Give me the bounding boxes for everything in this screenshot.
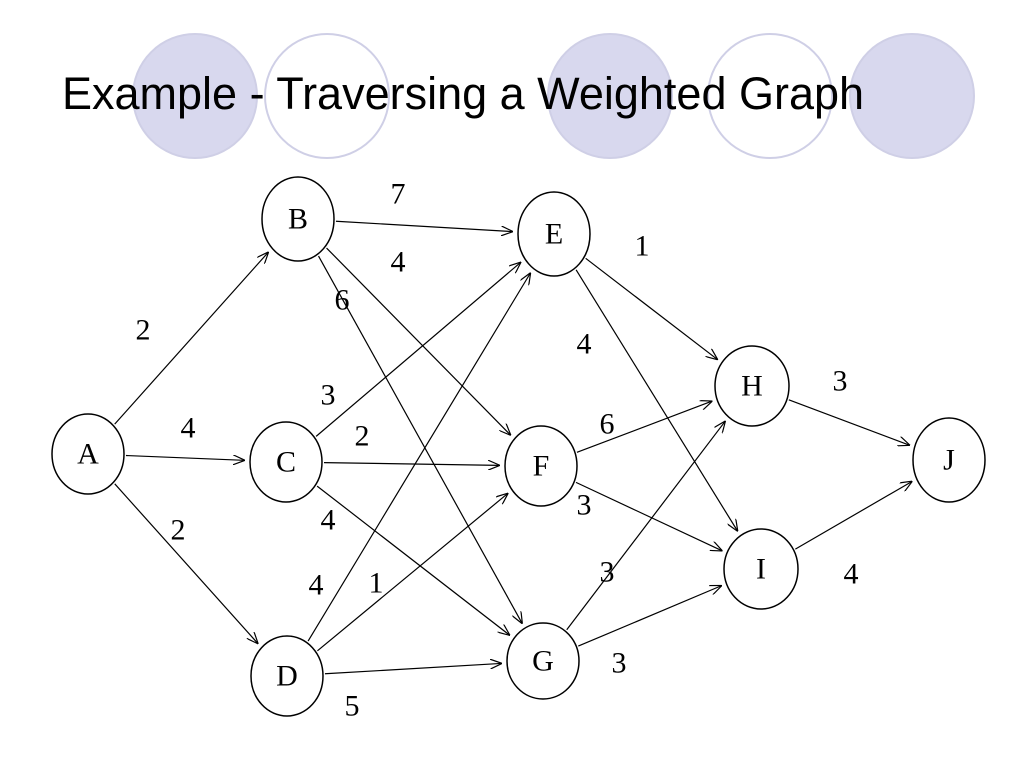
edge-G-H xyxy=(566,422,725,631)
weight-F-H: 6 xyxy=(600,408,615,441)
edge-A-B xyxy=(114,253,268,425)
edge-B-E xyxy=(335,220,512,231)
edge-H-J xyxy=(788,399,909,445)
node-circle-E xyxy=(517,191,591,277)
node-A: A xyxy=(51,413,125,495)
edge-F-I xyxy=(575,481,722,550)
edge-D-E xyxy=(307,274,530,642)
weight-G-I: 3 xyxy=(612,647,627,680)
node-circle-D xyxy=(250,635,324,717)
node-F: F xyxy=(504,425,578,507)
decor-circle-5 xyxy=(849,33,975,159)
weight-I-J: 4 xyxy=(844,558,859,591)
edge-B-G xyxy=(318,255,522,623)
node-circle-F xyxy=(504,425,578,507)
weight-E-H: 1 xyxy=(635,230,650,263)
edge-C-F xyxy=(323,463,499,466)
edge-B-F xyxy=(326,247,511,435)
edge-D-G xyxy=(324,663,501,675)
decor-circle-4 xyxy=(707,33,833,159)
edge-A-D xyxy=(114,483,258,643)
slide-title: Example - Traversing a Weighted Graph xyxy=(62,68,865,119)
node-circle-G xyxy=(506,622,580,700)
node-H: H xyxy=(714,345,790,427)
weight-B-E: 7 xyxy=(391,178,406,211)
node-label-I: I xyxy=(756,553,766,586)
edges-layer xyxy=(114,220,912,675)
node-G: G xyxy=(506,622,580,700)
edge-A-C xyxy=(125,456,244,461)
node-I: I xyxy=(723,528,799,610)
node-J: J xyxy=(912,417,986,503)
weight-C-G: 4 xyxy=(321,504,336,537)
weight-G-H: 3 xyxy=(600,556,615,589)
weight-D-E: 4 xyxy=(309,569,324,602)
edge-F-H xyxy=(576,401,712,453)
weight-A-C: 4 xyxy=(181,412,196,445)
edge-G-I xyxy=(578,586,721,647)
edge-C-G xyxy=(316,485,509,635)
decor-circle-1 xyxy=(132,33,258,159)
node-B: B xyxy=(261,176,335,262)
node-circle-H xyxy=(714,345,790,427)
nodes-layer: A B C D E F G H I J xyxy=(51,176,986,717)
node-label-B: B xyxy=(288,203,308,236)
weight-D-G: 5 xyxy=(345,690,360,723)
node-C: C xyxy=(249,421,323,503)
node-circle-A xyxy=(51,413,125,495)
node-D: D xyxy=(250,635,324,717)
node-circle-C xyxy=(249,421,323,503)
edge-E-H xyxy=(585,257,717,359)
node-circle-I xyxy=(723,528,799,610)
node-label-G: G xyxy=(532,645,554,678)
decor-circle-2 xyxy=(264,33,390,159)
weight-C-E: 3 xyxy=(321,379,336,412)
node-label-C: C xyxy=(276,446,296,479)
node-label-J: J xyxy=(943,444,955,477)
node-label-E: E xyxy=(545,218,563,251)
decorative-circles xyxy=(132,33,975,159)
weight-E-I: 4 xyxy=(577,328,592,361)
edge-E-I xyxy=(575,269,737,531)
node-circle-B xyxy=(261,176,335,262)
edge-D-F xyxy=(317,494,507,652)
weight-C-F: 2 xyxy=(355,420,370,453)
decor-circle-3 xyxy=(547,33,673,159)
node-label-A: A xyxy=(77,438,99,471)
node-label-D: D xyxy=(276,660,298,693)
weight-H-J: 3 xyxy=(833,365,848,398)
edge-C-E xyxy=(315,263,520,437)
weight-B-G: 6 xyxy=(335,284,350,317)
node-label-F: F xyxy=(533,450,550,483)
node-E: E xyxy=(517,191,591,277)
weight-A-B: 2 xyxy=(136,314,151,347)
weight-A-D: 2 xyxy=(171,514,186,547)
edge-I-J xyxy=(795,482,911,550)
weight-B-F: 4 xyxy=(391,246,406,279)
node-circle-J xyxy=(912,417,986,503)
weight-F-I: 3 xyxy=(577,489,592,522)
weight-D-F: 1 xyxy=(369,567,384,600)
node-label-H: H xyxy=(741,370,763,403)
